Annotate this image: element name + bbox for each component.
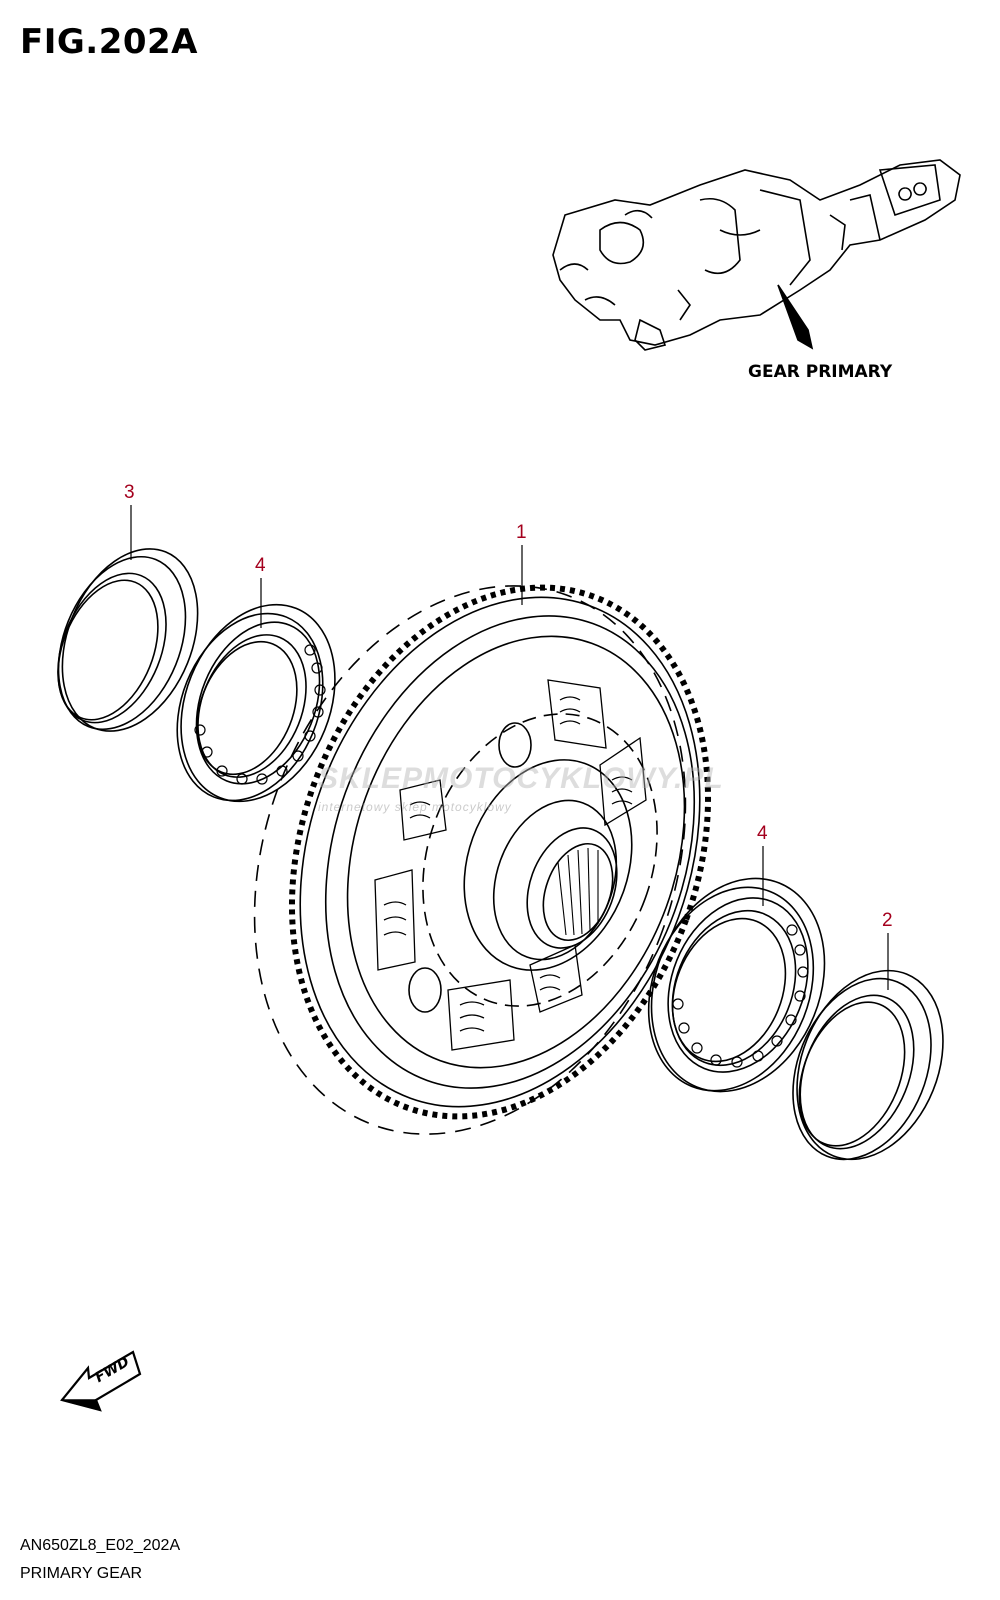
watermark-text: SKLEPMOTOCYKLOWY.PL [318, 762, 724, 795]
oil-seal-part-3 [57, 548, 199, 732]
callout-part-3: 3 [124, 482, 135, 503]
callout-part-2: 2 [882, 910, 893, 931]
diagram-name: PRIMARY GEAR [20, 1565, 143, 1582]
callout-part-1: 1 [516, 522, 527, 543]
oil-seal-part-2 [792, 969, 944, 1161]
assembly-label: GEAR PRIMARY [748, 362, 893, 382]
figure-title: FIG.202A [20, 22, 198, 62]
primary-gear-part-1 [253, 584, 712, 1135]
fwd-arrow-icon [60, 1350, 142, 1412]
leader-lines [130, 505, 889, 990]
watermark-subtext: internetowy sklep motocyklowy [318, 800, 512, 814]
engine-assembly-icon [552, 159, 961, 351]
bearing-part-4-left [176, 603, 336, 803]
callout-part-4-left: 4 [255, 555, 266, 576]
pointer-arrow [777, 284, 814, 350]
bearing-part-4-right [647, 877, 826, 1093]
callout-part-4-right: 4 [757, 823, 768, 844]
diagram-code: AN650ZL8_E02_202A [20, 1537, 181, 1554]
